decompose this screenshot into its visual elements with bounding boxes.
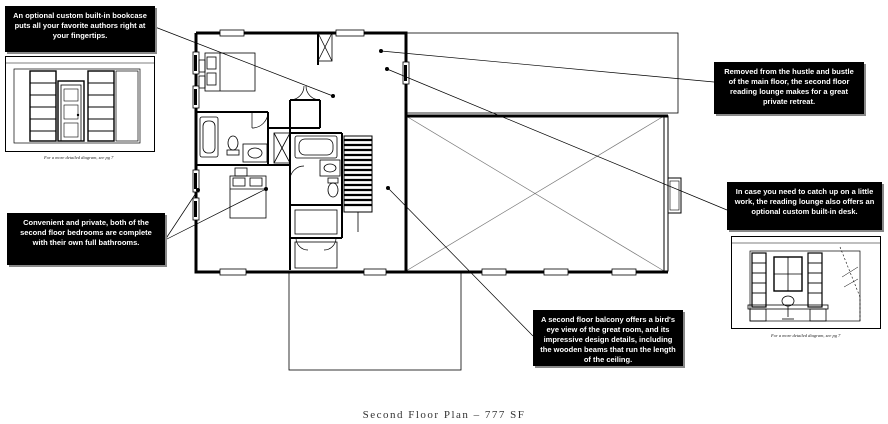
interior-walls xyxy=(196,33,343,270)
callout-built-in-desk-text: In case you need to catch up on a little… xyxy=(734,187,875,216)
callout-balcony: A second floor balcony offers a bird's e… xyxy=(533,310,683,366)
desk-detail-reference: For a more detailed diagram, see pg 7 xyxy=(771,333,841,338)
leader-lines xyxy=(154,26,728,337)
callout-bookcase-text: An optional custom built-in bookcase put… xyxy=(13,11,147,40)
plan-caption: Second Floor Plan – 777 SF xyxy=(362,409,526,421)
bedroom-1-bed xyxy=(198,52,256,92)
bookcase-elevation-drawing xyxy=(6,62,154,144)
callout-reading-lounge-text: Removed from the hustle and bustle of th… xyxy=(724,67,854,106)
door-swings xyxy=(251,85,337,251)
bookcase-detail-reference: For a more detailed diagram, see pg 7 xyxy=(44,155,114,160)
staircase xyxy=(343,135,373,232)
callout-built-in-desk: In case you need to catch up on a little… xyxy=(727,182,882,230)
bedroom-2-bed xyxy=(229,167,267,219)
callout-reading-lounge: Removed from the hustle and bustle of th… xyxy=(714,62,864,114)
open-to-below-great-room xyxy=(405,115,682,272)
window-dark-bars xyxy=(194,55,407,217)
callout-balcony-text: A second floor balcony offers a bird's e… xyxy=(540,315,676,364)
closets xyxy=(273,32,338,269)
bathroom-1-fixtures xyxy=(199,116,268,163)
callout-bedrooms-text: Convenient and private, both of the seco… xyxy=(20,218,152,247)
bookcase-detail-panel xyxy=(5,56,155,152)
leader-dots xyxy=(196,49,390,192)
bathroom-2-fixtures xyxy=(294,135,341,198)
callout-bedrooms: Convenient and private, both of the seco… xyxy=(7,213,165,265)
windows xyxy=(192,29,637,276)
desk-detail-panel xyxy=(731,236,881,329)
callout-bookcase: An optional custom built-in bookcase put… xyxy=(5,6,155,52)
desk-elevation-drawing xyxy=(732,242,880,322)
